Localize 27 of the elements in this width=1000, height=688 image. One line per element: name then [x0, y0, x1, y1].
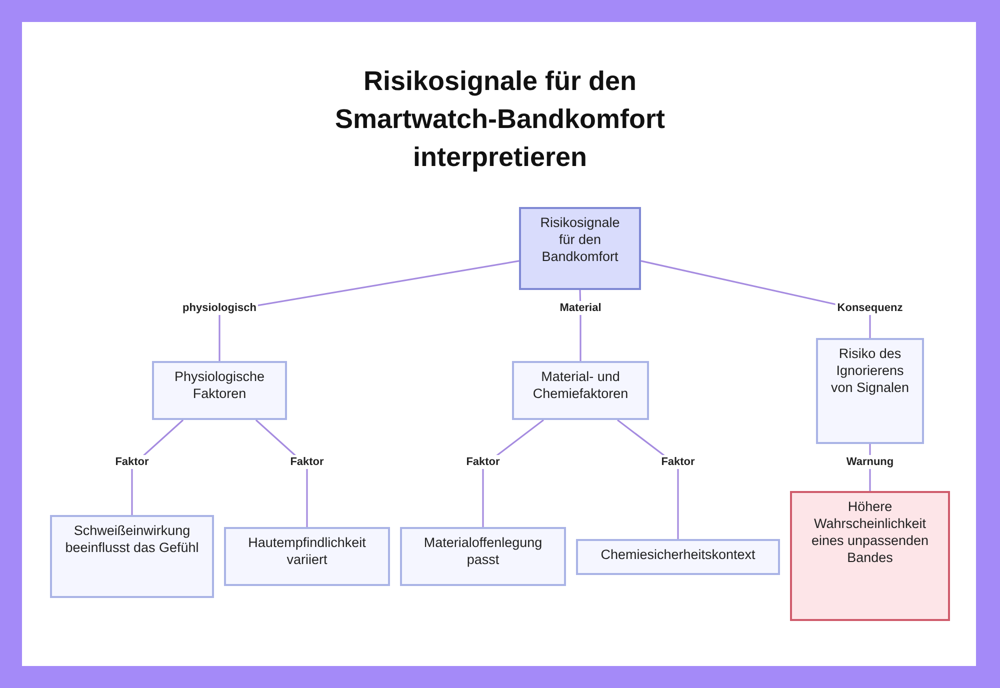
- node-text: Physiologische Faktoren: [173, 368, 266, 402]
- node-box: [816, 338, 924, 444]
- node-text: Materialoffenlegung passt: [422, 534, 544, 568]
- title: Risikosignale für den Smartwatch-Bandkomfort interpretieren: [334, 65, 666, 174]
- node-text: Höhere Wahrscheinlichkeit eines unpassenden Bandes: [810, 498, 930, 566]
- edge-label: Faktor: [288, 455, 326, 469]
- edge-label: Material: [558, 301, 604, 315]
- node-box: [50, 515, 214, 598]
- node-box: [400, 527, 566, 586]
- edge-label: Warnung: [844, 455, 896, 469]
- node-box: [519, 207, 641, 290]
- node-text: Chemiesicherheitskontext: [600, 546, 756, 563]
- node-text: Hautempfindlichkeit variiert: [247, 534, 367, 568]
- edge-label: Faktor: [113, 455, 151, 469]
- node-text: Material- und Chemiefaktoren: [532, 368, 630, 402]
- edge-label: Konsequenz: [835, 301, 905, 315]
- edge-label: physiologisch: [180, 301, 258, 315]
- node-box: [152, 361, 287, 420]
- node-text: Schweißeinwirkung beeinflusst das Gefühl: [64, 522, 200, 556]
- node-box: [790, 491, 950, 621]
- edge-label: Faktor: [659, 455, 697, 469]
- edge-label: Faktor: [464, 455, 502, 469]
- node-text: Risikosignale für den Bandkomfort: [539, 214, 621, 265]
- node-box: [576, 539, 780, 575]
- node-text: Risiko des Ignorierens von Signalen: [830, 345, 910, 396]
- node-box: [224, 527, 390, 586]
- node-box: [512, 361, 649, 420]
